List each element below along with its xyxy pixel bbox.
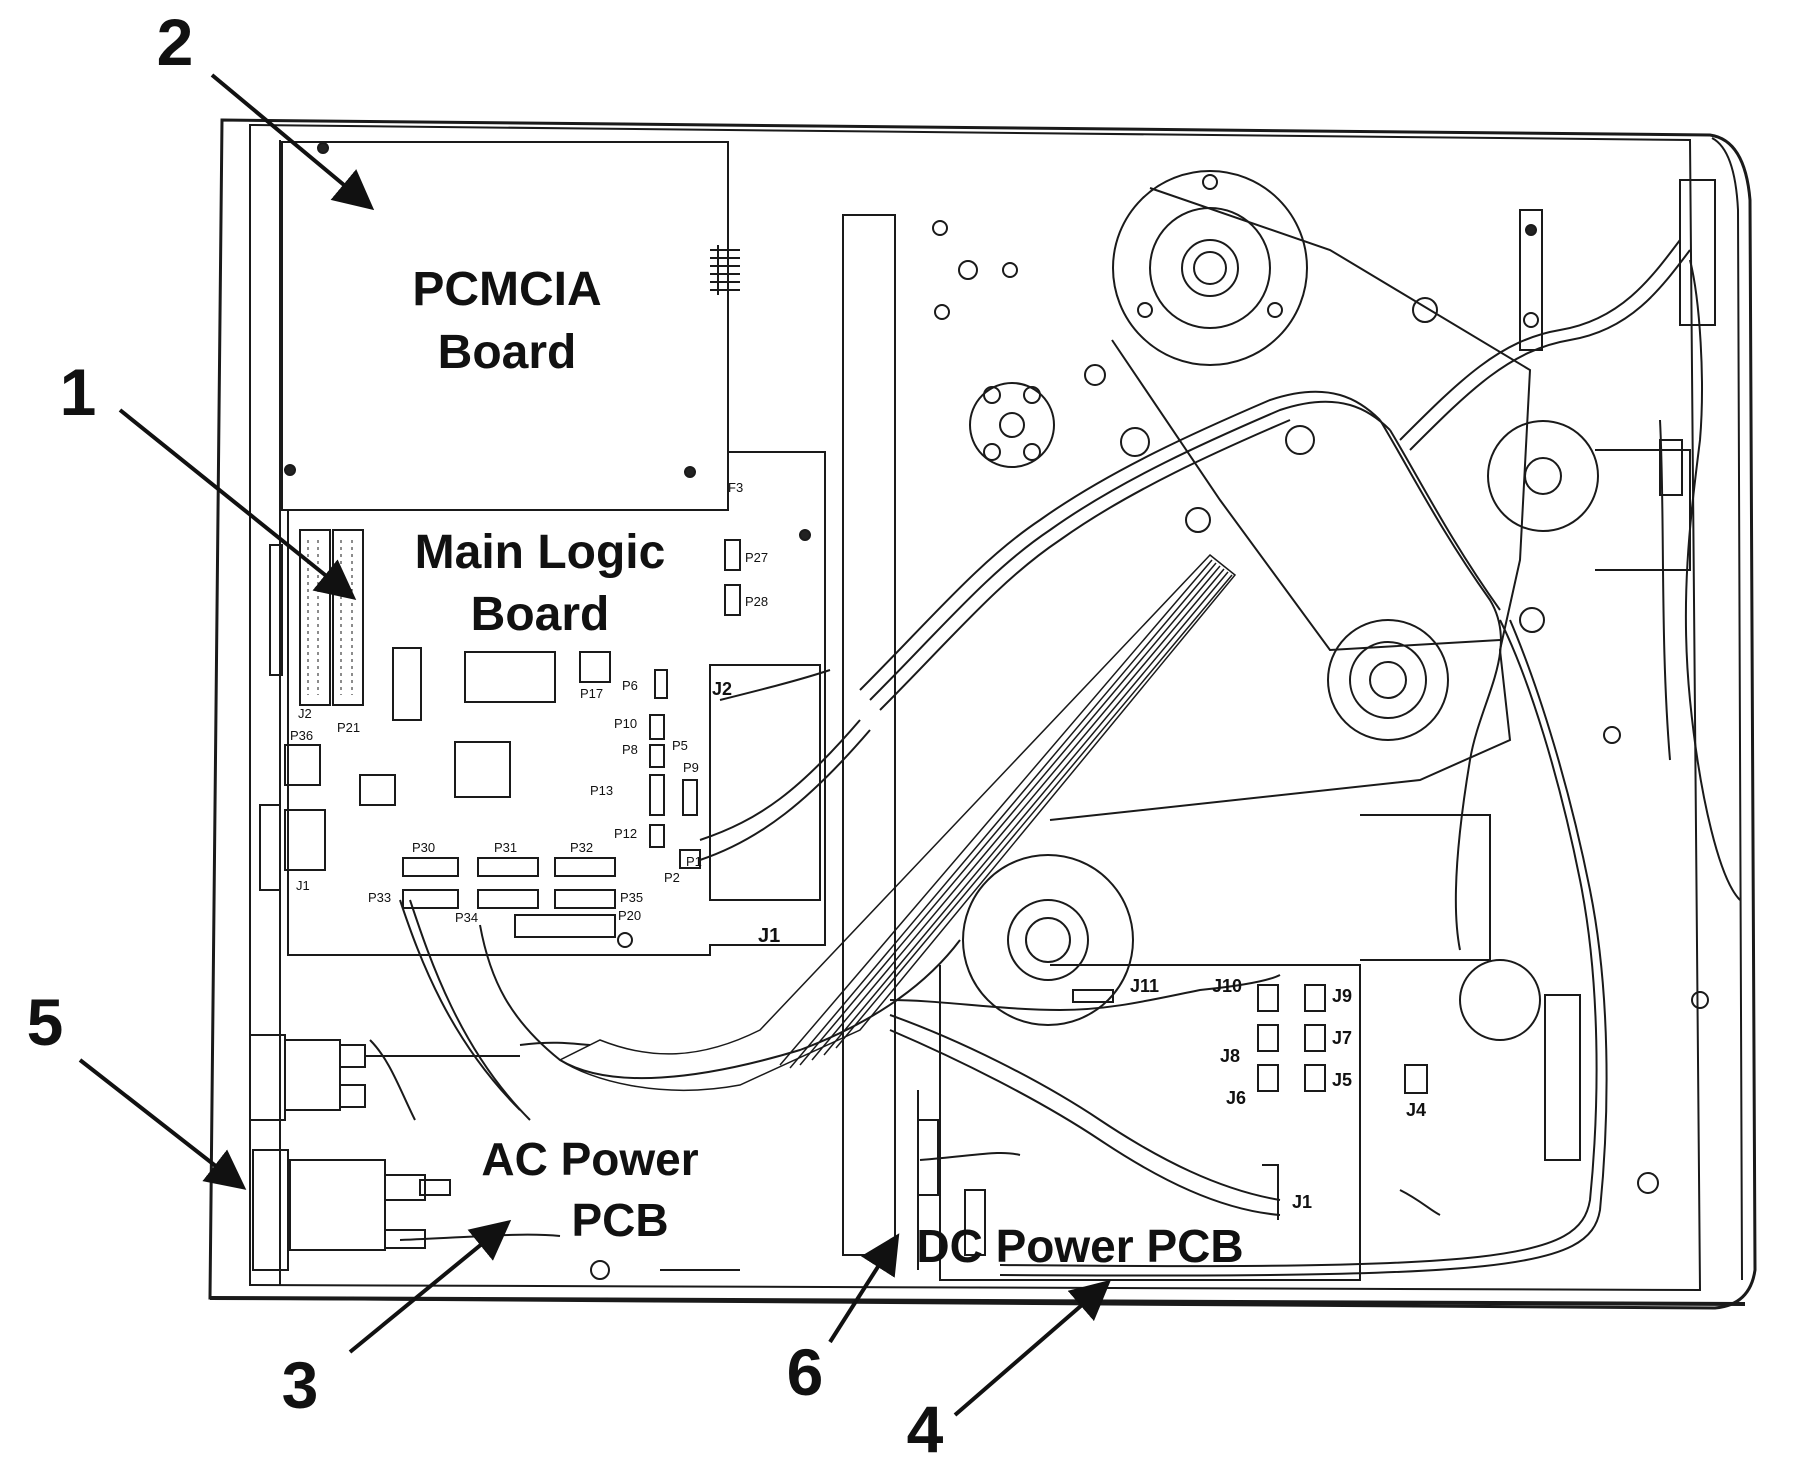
- conn-label-j10: J10: [1212, 976, 1242, 996]
- conn-label-j4: J4: [1406, 1100, 1426, 1120]
- conn-label-p8: P8: [622, 742, 638, 757]
- conn-label-p35: P35: [620, 890, 643, 905]
- pcmcia-label-line1: PCMCIA: [412, 263, 601, 316]
- ribbon-cable: [558, 553, 1237, 1091]
- conn-label-p17: P17: [580, 686, 603, 701]
- callout-number-1: 1: [60, 355, 97, 429]
- main-logic-label-line2: Board: [471, 588, 610, 641]
- dc-power-pcb: [917, 984, 1428, 1256]
- dc-power-label: DC Power PCB: [916, 1220, 1243, 1272]
- wire-harness: [369, 239, 1741, 1277]
- conn-label-p27: P27: [745, 550, 768, 565]
- conn-label-j5: J5: [1332, 1070, 1352, 1090]
- conn-label-j6: J6: [1226, 1088, 1246, 1108]
- conn-label-p12: P12: [614, 826, 637, 841]
- callout-number-2: 2: [157, 5, 194, 79]
- ac-power-label-line1: AC Power: [481, 1133, 698, 1185]
- callout-arrow-2: [210, 73, 375, 211]
- center-channel: [842, 214, 919, 1270]
- conn-label-p32: P32: [570, 840, 593, 855]
- conn-label-j7: J7: [1332, 1028, 1352, 1048]
- print-mechanism: [932, 170, 1716, 1281]
- conn-label-p13: P13: [590, 783, 613, 798]
- conn-label-j2-left: J2: [298, 706, 312, 721]
- callout-number-6: 6: [787, 1335, 824, 1409]
- ac-power-label-line2: PCB: [571, 1194, 668, 1246]
- ac-power-pcb: [249, 1034, 740, 1280]
- callout-arrow-1: [118, 408, 357, 601]
- conn-label-p20: P20: [618, 908, 641, 923]
- callout-arrow-5: [78, 1058, 247, 1190]
- callout-arrow-4: [953, 1279, 1112, 1417]
- conn-label-p21: P21: [337, 720, 360, 735]
- callout-number-4: 4: [907, 1392, 944, 1464]
- conn-label-p34: P34: [455, 910, 478, 925]
- conn-label-j8: J8: [1220, 1046, 1240, 1066]
- conn-label-p1: P1: [686, 854, 702, 869]
- callout-arrow-3: [348, 1219, 512, 1354]
- conn-label-p10: P10: [614, 716, 637, 731]
- conn-label-p28: P28: [745, 594, 768, 609]
- conn-label-p33: P33: [368, 890, 391, 905]
- conn-label-p30: P30: [412, 840, 435, 855]
- callout-arrows: [78, 73, 1112, 1417]
- conn-label-p9: P9: [683, 760, 699, 775]
- conn-label-p2: P2: [664, 870, 680, 885]
- conn-label-j2-mid: J2: [712, 679, 732, 699]
- callout-number-3: 3: [282, 1348, 319, 1422]
- conn-label-j1-left: J1: [296, 878, 310, 893]
- conn-label-j9: J9: [1332, 986, 1352, 1006]
- pcmcia-label-line2: Board: [438, 326, 577, 379]
- conn-label-f3: F3: [728, 480, 743, 495]
- conn-label-p36: P36: [290, 728, 313, 743]
- conn-label-j11: J11: [1130, 976, 1159, 996]
- main-logic-label-line1: Main Logic: [415, 526, 666, 579]
- callout-arrow-6: [828, 1233, 900, 1344]
- callout-number-5: 5: [27, 985, 64, 1059]
- conn-label-p6: P6: [622, 678, 638, 693]
- conn-label-j1-mid: J1: [758, 925, 780, 947]
- conn-label-p31: P31: [494, 840, 517, 855]
- conn-label-p5: P5: [672, 738, 688, 753]
- chassis: [208, 118, 1757, 1310]
- conn-label-j1-dc: J1: [1292, 1192, 1312, 1212]
